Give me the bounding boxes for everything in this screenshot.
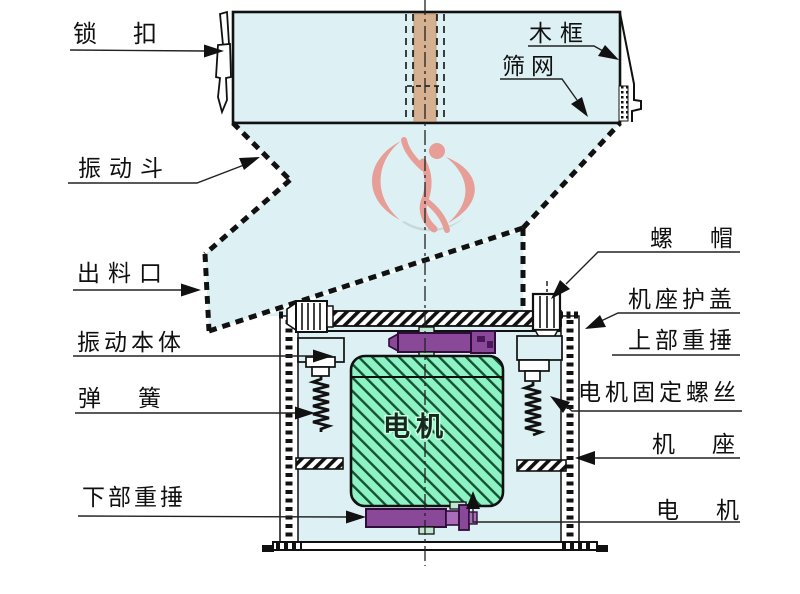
label-wood-frame-arrow [598,45,619,60]
label-nut-leader [565,251,740,285]
label-lock-leader [69,49,206,52]
label-spring: 弹 簧 [78,386,168,411]
label-wood-frame: 木框 [529,21,591,46]
label-motor-arrow [466,491,480,509]
label-outlet-arrow [181,283,201,297]
label-base-cover: 机座护盖 [628,287,736,312]
left-spring [308,376,334,432]
hopper-borders [202,121,622,334]
flange-band [293,310,562,327]
nut-bolt [531,281,562,338]
hopper-lower-fill [265,230,523,316]
label-base: 机 座 [652,432,742,457]
label-vibrating-body: 振动本体 [77,330,185,355]
label-screw-leader [564,404,742,412]
annotations: 锁 扣 振动斗 出料口 振动本体 弹 簧 下部重捶 木框 筛网 螺 帽 [68,21,746,524]
springs [308,376,546,437]
label-hopper-arrow [239,157,260,170]
label-motor: 电 机 [656,498,746,523]
label-nut: 螺 帽 [650,226,740,251]
label-lower-weight: 下部重捶 [82,485,186,510]
label-upper-weight: 上部重捶 [628,328,736,353]
lock-latch [215,10,232,115]
label-lock: 锁 扣 [73,21,163,48]
label-base-cover-arrow [585,315,606,329]
label-spring-arrow [295,406,315,420]
upper-weight [388,326,496,359]
center-post-hidden-lines [405,14,445,121]
label-screw-arrow [550,396,570,413]
label-base-arrow [575,451,595,465]
label-motor-fixing-screw: 电机固定螺丝 [578,380,740,405]
label-mesh-arrow [571,97,588,117]
label-vibrating-hopper: 振动斗 [78,156,171,181]
base-bottom [262,541,608,552]
machine-base: 电机 [262,281,608,552]
frame-right-edge [619,12,642,122]
motor-block-label: 电机 [383,412,449,442]
label-lock-arrow [204,44,224,58]
label-hopper-leader [68,164,245,184]
label-lower-weight-leader [77,515,348,518]
label-wood-frame-leader [528,45,604,52]
label-mesh-leader [500,78,578,101]
label-nut-arrow [551,280,570,299]
logo-watermark [371,137,475,233]
label-base-cover-leader [600,312,740,322]
sieve-box [215,10,642,125]
spring-seats [295,457,567,472]
left-clamp-bolt [286,300,334,333]
label-lower-weight-arrow [346,510,366,524]
label-discharge-outlet: 出料口 [77,261,170,286]
mesh-clamp-strip [618,85,629,122]
label-sieve-mesh: 筛网 [502,54,560,79]
right-spring [520,382,546,437]
label-motor-leader [472,508,740,523]
label-body-arrow [313,349,333,363]
motor: 电机 [349,354,505,508]
